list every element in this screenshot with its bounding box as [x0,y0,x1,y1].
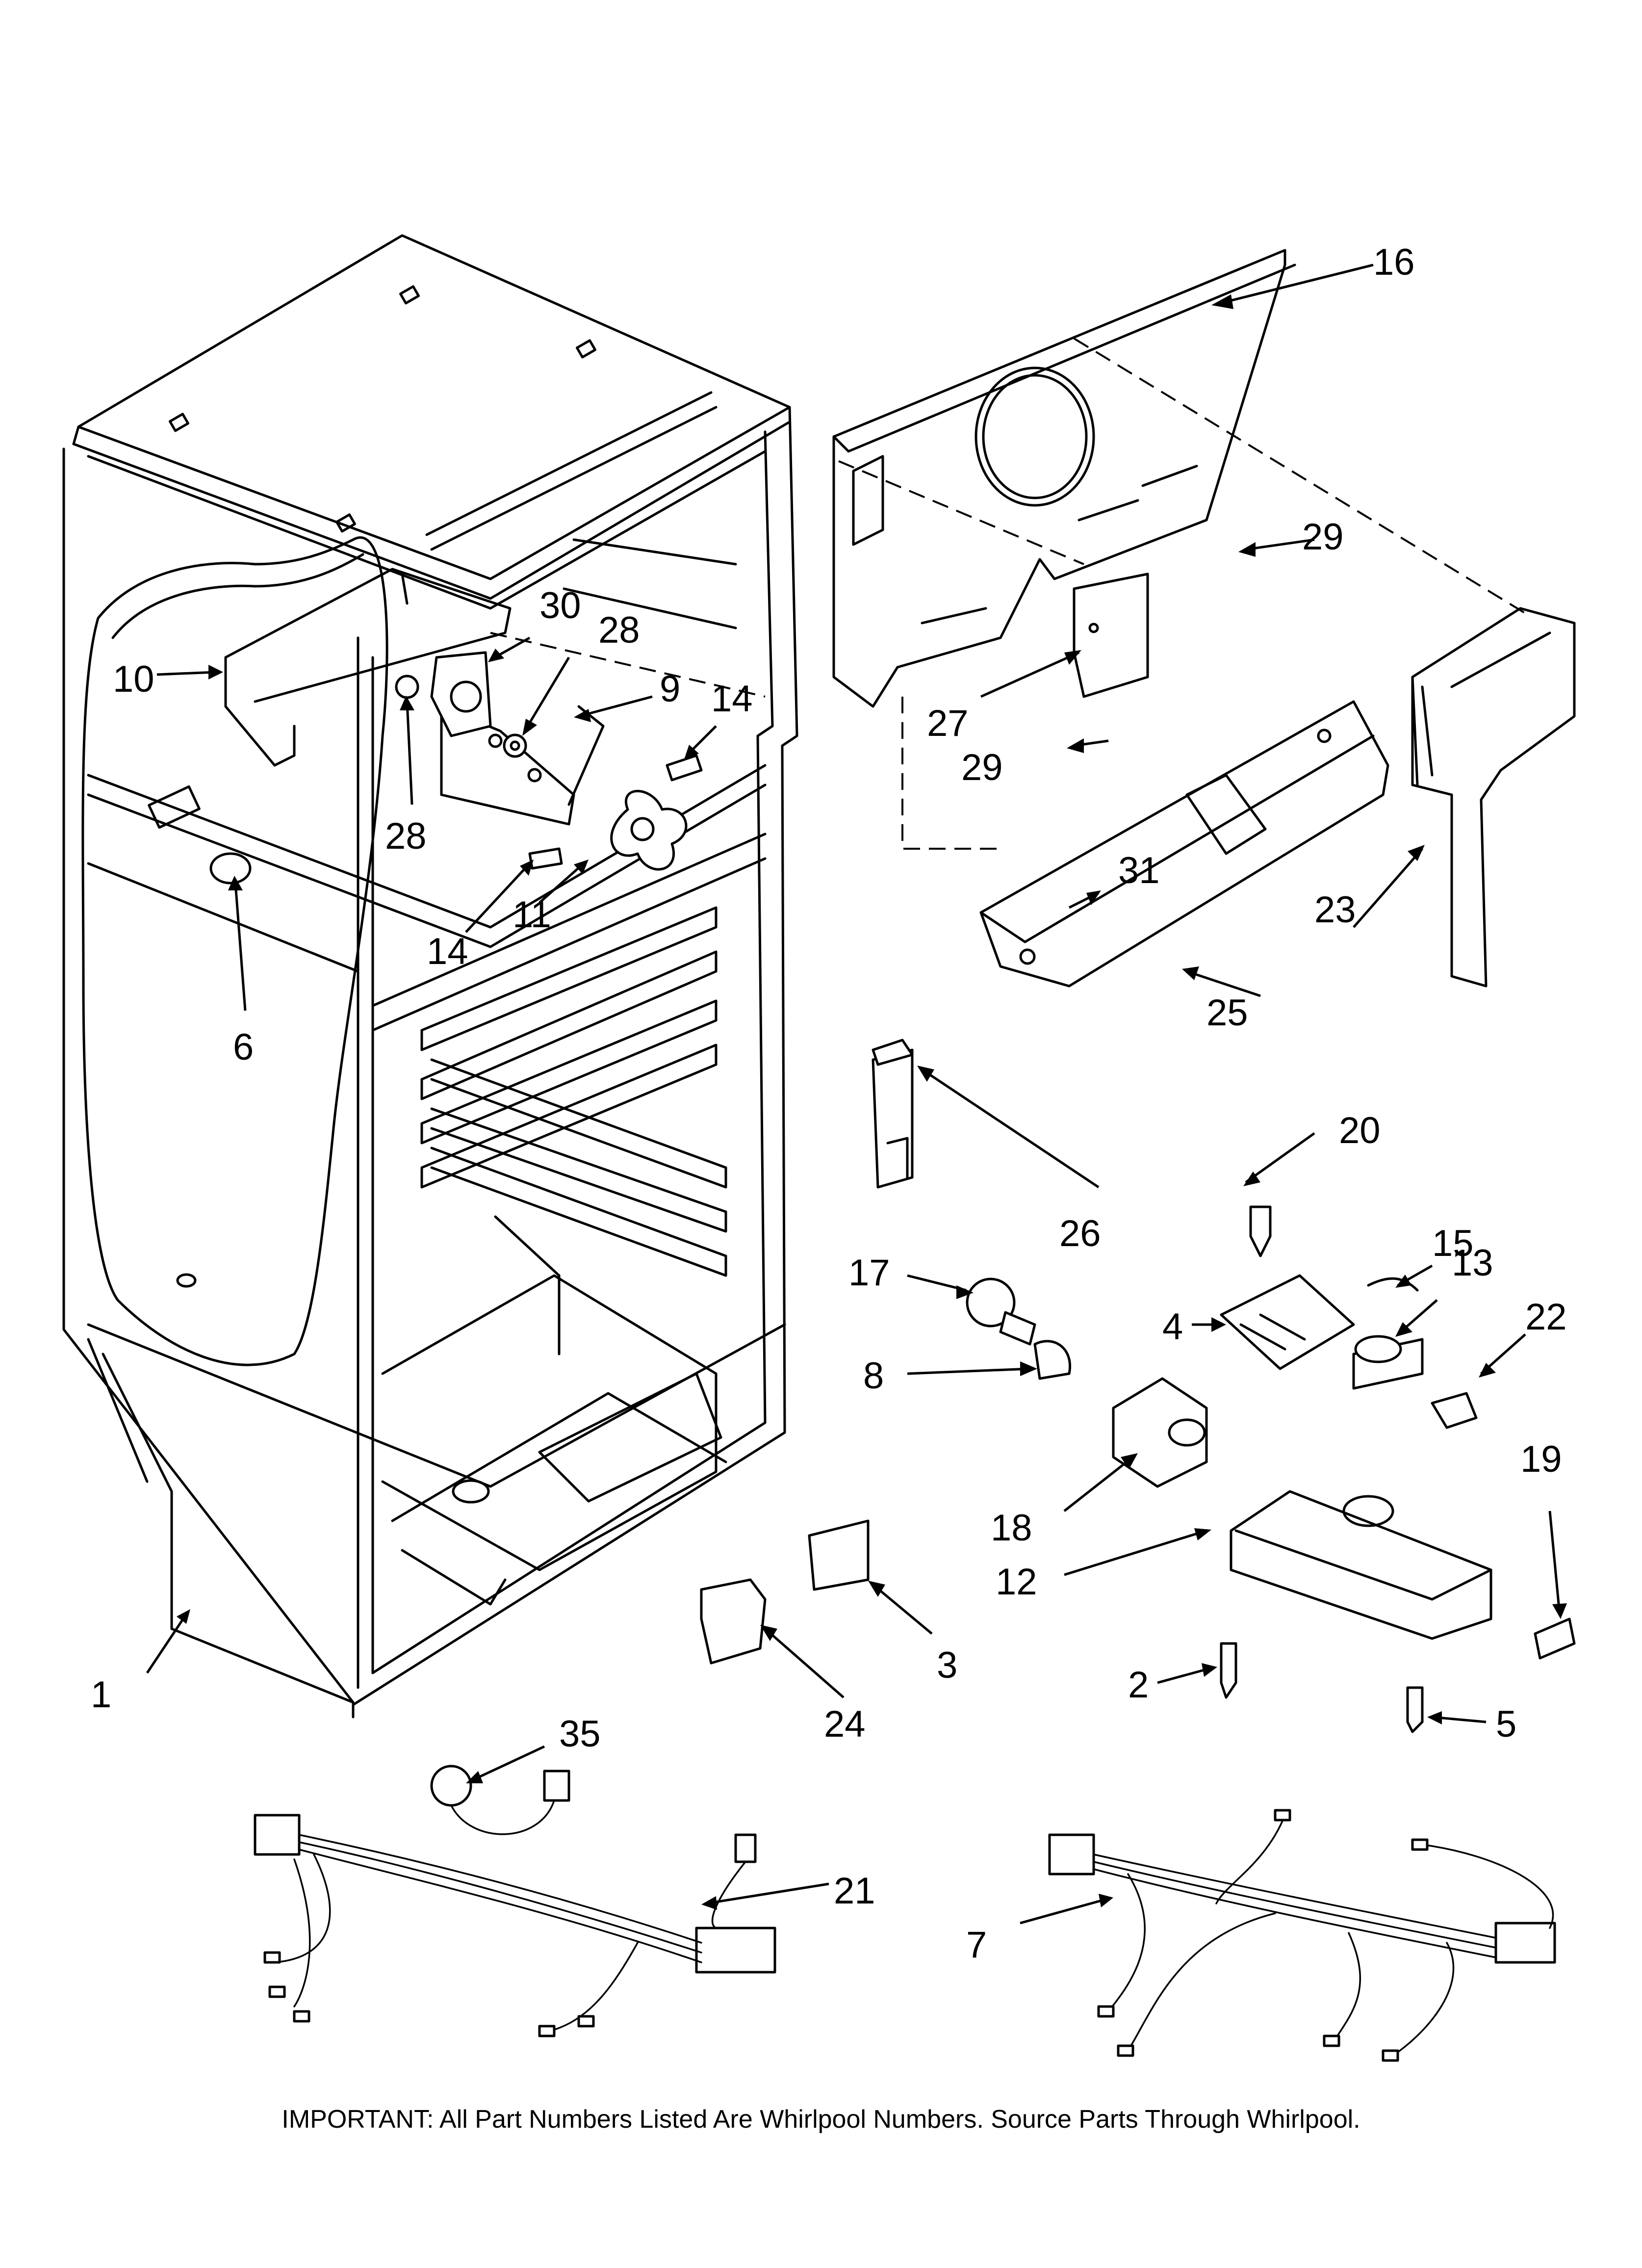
callout-31: 31 [1118,850,1160,891]
callout-5: 5 [1496,1703,1516,1745]
callout-15: 15 [1432,1223,1474,1264]
callout-27: 27 [927,703,969,744]
callout-12: 12 [996,1561,1037,1603]
callout-3: 3 [937,1644,957,1686]
callout-labels: 16 29 29 27 23 25 31 26 20 15 13 22 17 4… [91,241,1567,1966]
callout-29-top: 29 [1302,516,1344,558]
callout-26: 26 [1059,1213,1101,1254]
control-housing [979,700,1389,988]
control-components [700,1039,1576,1733]
callout-arrows [146,263,1567,1925]
alignment-dash-4 [490,632,766,698]
callout-4: 4 [1162,1306,1183,1348]
callout-18: 18 [991,1507,1032,1549]
callout-14-top: 14 [711,678,753,720]
callout-2: 2 [1128,1664,1149,1706]
callout-28-bottom: 28 [385,815,427,857]
callout-23: 23 [1314,889,1356,931]
callout-24: 24 [824,1703,866,1745]
callout-30: 30 [539,585,581,626]
fan-bracket-assembly [209,568,703,885]
air-duct [1411,607,1576,988]
callout-10: 10 [113,658,154,700]
callout-22: 22 [1525,1296,1567,1338]
alignment-dash-2 [901,697,1001,850]
callout-16: 16 [1373,241,1415,283]
callout-11: 11 [513,894,551,936]
callout-13: 13 [1452,1242,1493,1284]
footer-note: IMPORTANT: All Part Numbers Listed Are W… [282,2105,1360,2134]
wire-harness-7 [1048,1809,1556,2062]
callout-9: 9 [660,668,680,710]
callout-25: 25 [1206,992,1248,1034]
evaporator-cover [832,249,1296,708]
callout-35: 35 [559,1713,601,1755]
alignment-dash-1 [838,460,1084,565]
callout-28-top: 28 [598,609,640,651]
callout-20: 20 [1339,1110,1381,1151]
callout-21: 21 [834,1870,875,1912]
callout-14-bottom: 14 [427,931,468,972]
callout-7: 7 [966,1924,987,1966]
callout-29-bottom: 29 [961,747,1003,788]
callout-19: 19 [1520,1438,1562,1480]
callout-1: 1 [91,1674,111,1716]
callout-6: 6 [233,1026,254,1068]
wire-harness-21 [254,1765,776,2037]
shelf-rails [420,906,727,1277]
cabinet-liner [62,234,798,1719]
alignment-dash-3 [1073,338,1526,614]
callout-17: 17 [848,1252,890,1294]
callout-8: 8 [863,1355,884,1397]
